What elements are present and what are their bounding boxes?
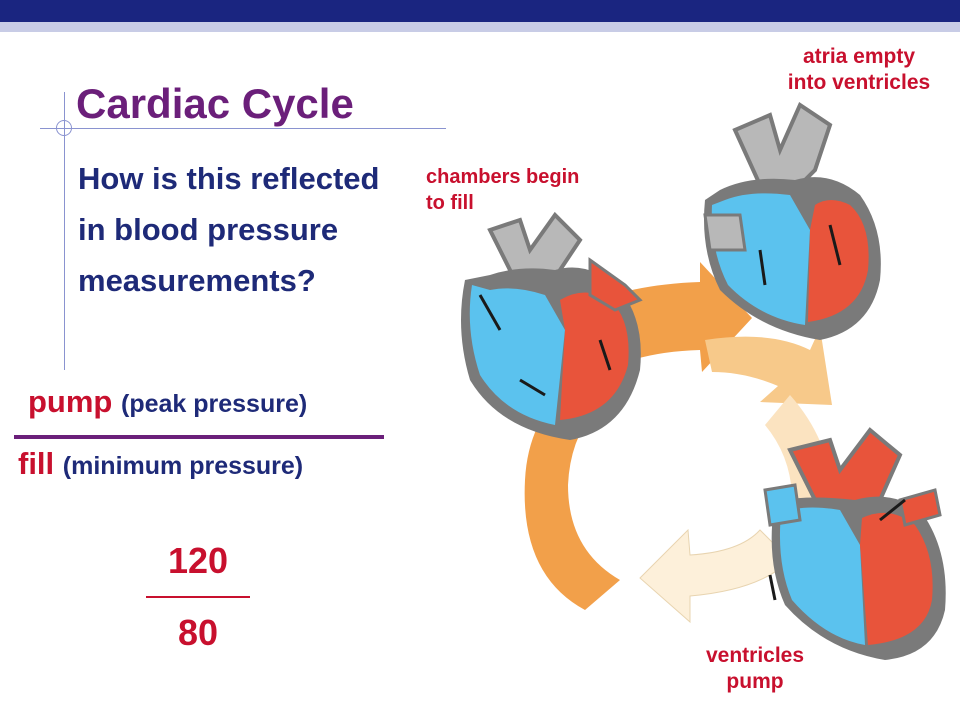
pump-word: pump [28, 384, 113, 419]
question-text: How is this reflected in blood pressure … [78, 161, 380, 298]
pump-label: pump (peak pressure) [28, 384, 307, 420]
top-bar [0, 0, 960, 22]
ring-arrow-right-top [705, 328, 832, 405]
atria-label-line1: atria empty [802, 45, 916, 68]
atria-empty-label: atria empty into ventricles [764, 44, 954, 96]
top-bar-accent [0, 22, 960, 32]
diastolic-value: 80 [177, 612, 219, 653]
ventricles-label-line1: ventricles [705, 644, 805, 667]
chambers-label-line1: chambers begin [426, 166, 580, 188]
fraction-line [14, 435, 384, 439]
chambers-label-line2: to fill [426, 192, 474, 214]
fill-word: fill [18, 446, 55, 481]
slide-title: Cardiac Cycle [76, 80, 354, 127]
ring-arrow-bottom [639, 528, 791, 624]
ventricles-label-line2: pump [726, 670, 784, 693]
pump-note: (peak pressure) [121, 390, 308, 418]
heart-atria-stage [703, 102, 881, 340]
heart-pump-stage [763, 427, 946, 660]
systolic-value: 120 [167, 540, 229, 581]
ring-arrow-left [524, 385, 620, 610]
bp-fraction-line [146, 596, 250, 598]
atria-label-line2: into ventricles [787, 71, 931, 94]
heart-fill-stage [461, 211, 643, 440]
ventricles-pump-label: ventricles pump [680, 643, 830, 695]
decor-horizontal-line [40, 128, 446, 129]
fill-label: fill (minimum pressure) [18, 446, 303, 482]
fill-note: (minimum pressure) [62, 452, 304, 480]
chambers-fill-label: chambers begin to fill [426, 164, 579, 216]
decor-circle [56, 120, 72, 136]
decor-vertical-line [64, 92, 65, 370]
